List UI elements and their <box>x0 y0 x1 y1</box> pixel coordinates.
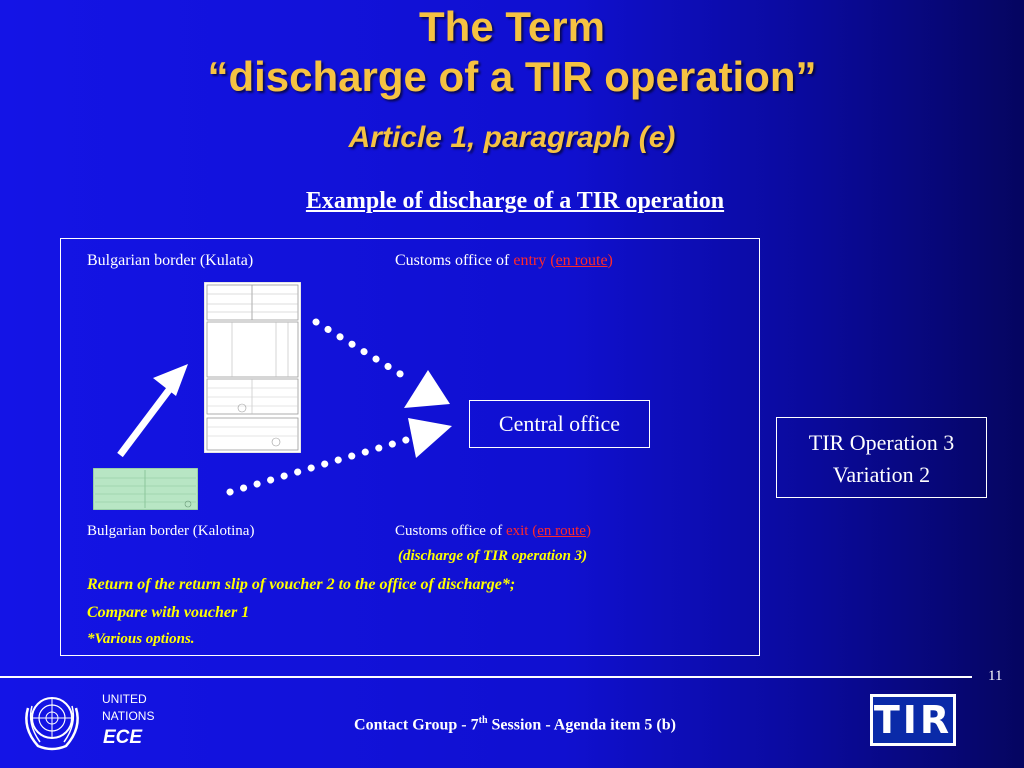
label-kulata: Bulgarian border (Kulata) <box>87 252 254 269</box>
dotted-arrow-top-shaft <box>312 318 414 384</box>
solid-arrow-head <box>153 364 188 396</box>
footer-divider <box>0 676 972 678</box>
exit-word: exit <box>505 523 529 539</box>
tir-operation-box: TIR Operation 3 Variation 2 <box>776 417 987 498</box>
tir-logo: TIR <box>870 694 956 746</box>
office-exit-prefix: Customs office of <box>395 523 506 539</box>
exit-en-route: en route <box>537 523 586 539</box>
note-return-slip: Return of the return slip of voucher 2 t… <box>87 576 516 593</box>
un-nations: NATIONS <box>102 709 155 723</box>
slide-subtitle: Example of discharge of a TIR operation <box>305 188 725 214</box>
entry-paren-open: ( <box>546 252 556 269</box>
return-slip-icon <box>93 468 198 510</box>
entry-word: entry <box>513 252 547 269</box>
diagram-box <box>60 238 760 656</box>
footer-prefix: Contact Group - 7 <box>354 716 479 734</box>
label-kalotina: Bulgarian border (Kalotina) <box>87 523 255 539</box>
voucher-document-icon <box>204 282 301 453</box>
entry-en-route: en route <box>555 252 608 269</box>
label-office-exit: Customs office of exit (en route) <box>395 523 591 540</box>
title-line-2: “discharge of a TIR operation” <box>207 53 817 100</box>
title-article-reference: Article 1, paragraph (e) <box>348 121 676 154</box>
dotted-arrow-bottom-shaft <box>226 436 410 496</box>
note-compare: Compare with voucher 1 <box>87 604 250 621</box>
footer-text: Contact Group - 7th Session - Agenda ite… <box>0 715 1024 734</box>
page-number: 11 <box>988 668 1003 684</box>
dotted-arrow-bottom-head <box>408 418 452 458</box>
label-office-entry: Customs office of entry (en route) <box>395 252 613 270</box>
un-ece: ECE <box>103 727 143 748</box>
title-line-1: The Term <box>419 3 605 50</box>
solid-arrow-shaft <box>117 375 181 458</box>
footer-suffix: Session - Agenda item 5 (b) <box>487 716 676 734</box>
entry-paren-close: ) <box>607 252 613 269</box>
exit-paren-close: ) <box>585 523 591 539</box>
dotted-arrow-top-head <box>404 370 450 408</box>
office-entry-prefix: Customs office of <box>395 252 514 269</box>
central-office-box: Central office <box>469 400 650 448</box>
un-united: UNITED <box>102 692 147 706</box>
un-emblem-icon <box>25 697 79 751</box>
exit-paren-open: ( <box>528 523 538 539</box>
footer-sup: th <box>478 715 488 726</box>
note-various-options: *Various options. <box>87 631 195 647</box>
variation-label: Variation 2 <box>832 462 931 487</box>
discharge-note: (discharge of TIR operation 3) <box>398 548 588 564</box>
tir-operation-label: TIR Operation 3 <box>808 430 955 455</box>
